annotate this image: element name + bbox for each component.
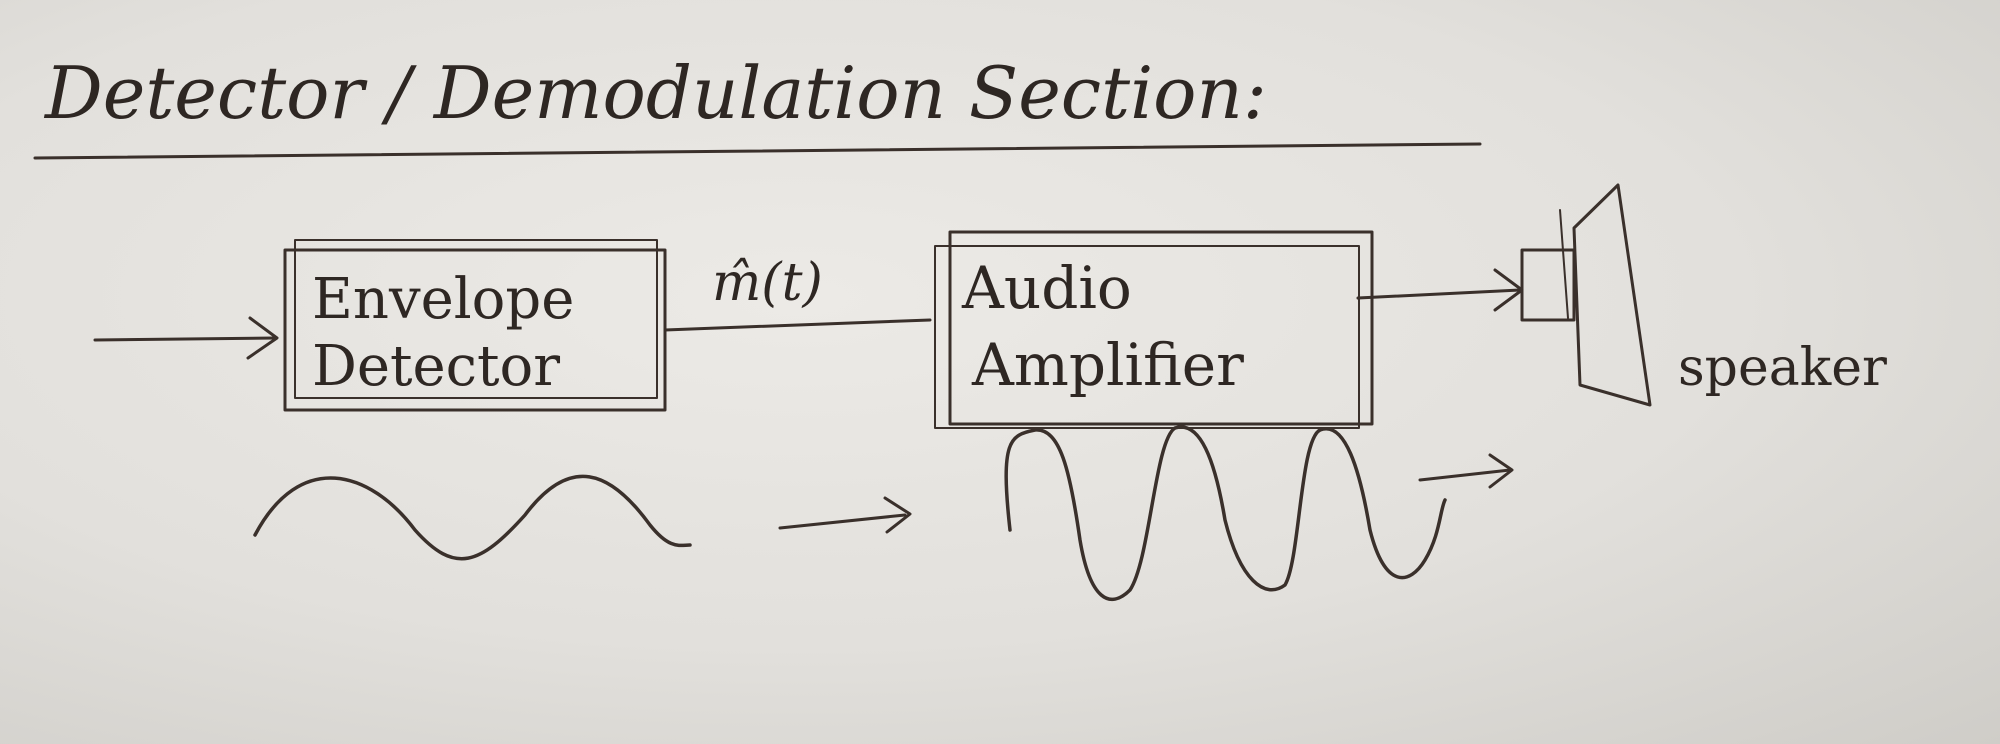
diagram-title: Detector / Demodulation Section:: [43, 51, 1267, 135]
envelope-detector-box-outline: [294, 239, 658, 399]
output-waveform: [1004, 425, 1447, 602]
envelope-detector-label-line1: Envelope: [312, 267, 574, 332]
title-underline: [33, 142, 1482, 160]
envelope-detector-block: Envelope Detector: [283, 239, 667, 412]
connection-line: [663, 318, 932, 332]
input-waveform: [253, 474, 692, 561]
audio-amplifier-block: Audio Amplifier: [934, 230, 1374, 429]
speaker-icon: [1520, 183, 1652, 407]
trailing-arrow: [1418, 453, 1514, 489]
waveform-arrow: [778, 496, 912, 534]
envelope-detector-label-line2: Detector: [312, 334, 560, 399]
speaker-label: speaker: [1678, 338, 1887, 398]
output-arrow: [1356, 268, 1524, 312]
input-arrow: [93, 316, 279, 360]
audio-amplifier-label-line2: Amplifier: [971, 331, 1244, 399]
audio-amplifier-box: [948, 230, 1374, 426]
audio-amplifier-label-line1: Audio: [961, 254, 1132, 322]
audio-amplifier-box-outline: [934, 245, 1360, 429]
demodulated-signal-label: m̂(t): [712, 253, 823, 313]
